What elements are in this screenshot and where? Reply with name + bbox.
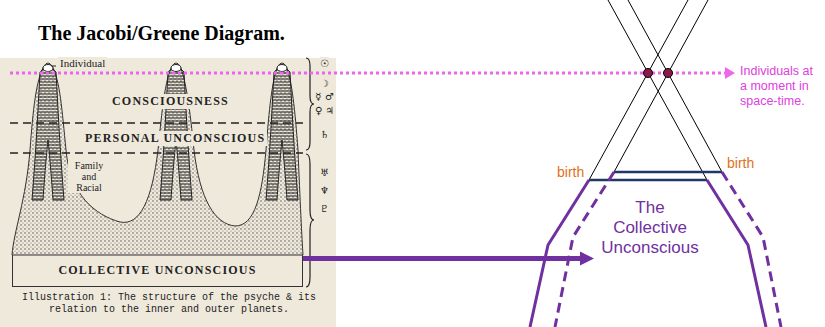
pillar-hatch xyxy=(32,67,64,200)
planet-symbol: ♄ xyxy=(320,128,329,141)
individual-label: Individual xyxy=(58,57,107,70)
layer-name: CONSCIOUSNESS xyxy=(110,94,231,109)
individual-dot xyxy=(644,69,653,78)
planet-symbol: ♂ xyxy=(325,90,334,103)
planet-symbol: ☉ xyxy=(320,57,329,70)
birth-label: birth xyxy=(557,164,584,180)
birth-label: birth xyxy=(727,155,754,171)
diagram-title: The Jacobi/Greene Diagram. xyxy=(38,22,285,45)
layer-name: Family and Racial xyxy=(68,160,110,193)
pillar-cap xyxy=(171,65,181,72)
level-divider xyxy=(10,122,303,124)
planet-symbol: ♇ xyxy=(320,202,329,215)
planet-symbol: ♀ xyxy=(315,104,322,117)
connector-line xyxy=(303,256,582,261)
planet-symbol: ♃ xyxy=(325,104,334,117)
planet-symbol: ☽ xyxy=(320,77,329,90)
pillar-hatch xyxy=(266,67,298,200)
pillar-cap xyxy=(277,65,287,72)
connector-arrow xyxy=(303,252,594,266)
collective-band: COLLECTIVE UNCONSCIOUS xyxy=(12,255,303,287)
moment-line xyxy=(10,72,726,75)
scan-ground xyxy=(0,58,336,327)
psyche-stipple xyxy=(12,63,303,255)
cone-outline xyxy=(530,172,781,327)
bracket xyxy=(306,154,314,287)
level-divider xyxy=(10,152,303,154)
figure-caption: Illustration 1: The structure of the psy… xyxy=(8,292,330,316)
arrowhead xyxy=(580,252,594,266)
planet-symbol: ☿ xyxy=(315,90,321,103)
world-line xyxy=(589,0,688,180)
world-lines xyxy=(589,0,722,180)
moment-arrowhead xyxy=(725,67,735,79)
node-text: COLLECTIVE UNCONSCIOUS xyxy=(58,263,256,278)
cone-side-dashed xyxy=(722,172,781,327)
node-text: The Collective Unconscious xyxy=(600,198,700,258)
individual-dot xyxy=(664,69,673,78)
world-line xyxy=(614,0,708,172)
planet-symbol: ♆ xyxy=(320,184,329,197)
world-line xyxy=(628,0,722,172)
individual-pillars xyxy=(32,67,298,200)
layer-name: PERSONAL UNCONSCIOUS xyxy=(83,131,267,146)
collective-cone: The Collective Unconscious xyxy=(598,196,702,262)
planet-symbol: ♅ xyxy=(320,166,329,179)
cone-side xyxy=(707,180,766,327)
moment-note: Individuals at a moment in space-time. xyxy=(740,64,820,109)
leader-line xyxy=(51,66,56,67)
birth-line xyxy=(589,179,707,182)
birth-line xyxy=(614,171,722,174)
world-line xyxy=(608,0,707,180)
